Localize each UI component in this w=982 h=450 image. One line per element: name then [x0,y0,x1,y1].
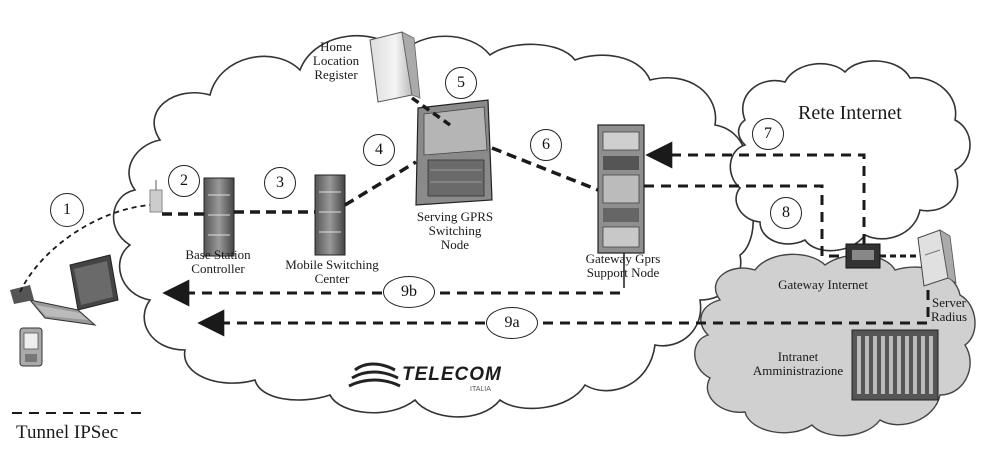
step-5: 5 [457,74,465,91]
hlr-label: Home Location Register [312,39,360,82]
laptop-icon [10,254,119,326]
step-ring-4 [363,134,395,166]
internet-cloud-label: Rete Internet [798,102,902,124]
step-ring-9b [383,276,435,308]
telecom-logo: TELECOM [402,364,502,385]
step-3: 3 [276,174,284,191]
step-9b: 9b [401,283,417,300]
step-9a: 9a [504,314,520,331]
radius-server-icon [917,229,957,287]
telecom-logo-sub: ITALIA [470,386,491,393]
step-ring-3 [264,167,296,199]
link-5 [410,96,452,127]
gateway-internet-label: Gateway Internet [778,277,868,292]
msc-label: Mobile Switching Center [285,257,379,286]
step-ring-5 [445,67,477,99]
step-8: 8 [782,204,790,221]
pda-icon [19,327,43,367]
step-ring-2 [168,165,200,197]
step-6: 6 [542,136,550,153]
link-7 [645,141,866,244]
intranet-label: Intranet Amministrazione [752,349,844,378]
step-ring-9a [486,307,538,339]
ggsn-label: Gateway Gprs Support Node [585,251,661,280]
legend-label: Tunnel IPSec [16,422,119,443]
link-8 [644,184,846,258]
step-4: 4 [375,141,383,158]
step-ring-7 [752,118,784,150]
step-7: 7 [764,125,772,142]
link-4 [344,160,417,207]
bsc-label: Base Station Controller [185,247,251,276]
sgsn-label: Serving GPRS Switching Node [416,209,494,252]
link-9a [197,290,930,337]
link-6 [491,146,599,192]
bsc-tower-icon [203,177,235,257]
step-2: 2 [180,172,188,189]
step-ring-8 [770,197,802,229]
step-ring-1 [50,193,84,227]
antenna-icon [149,180,163,213]
sgsn-server-icon [415,99,493,206]
step-1: 1 [63,201,71,218]
step-ring-6 [530,129,562,161]
telecom-logo-waves [348,362,401,388]
hlr-cabinet-icon [369,31,421,103]
gateway-router-icon [845,243,881,269]
intranet-building-icon [851,329,939,401]
ggsn-rack-icon [597,124,645,254]
server-radius-label: Server Radius [930,295,968,324]
msc-tower-icon [314,174,346,256]
